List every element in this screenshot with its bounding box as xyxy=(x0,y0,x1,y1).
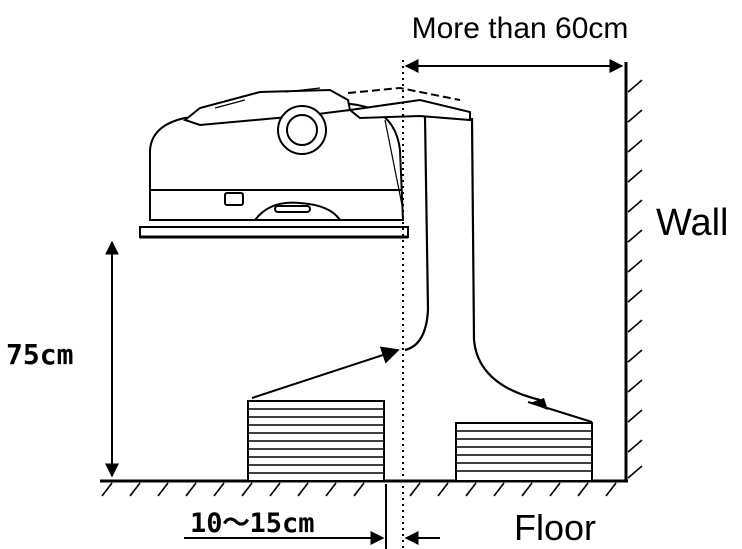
floor-surface xyxy=(100,481,628,496)
clearance-label: More than 60cm xyxy=(412,12,629,45)
height-label: 75cm xyxy=(6,338,73,371)
wall-surface xyxy=(626,62,642,481)
paper-in-arrow xyxy=(252,350,398,398)
paper-stack-supply xyxy=(248,401,384,481)
floor-label: Floor xyxy=(514,507,596,548)
table-top xyxy=(140,227,408,237)
printer-illustration xyxy=(150,88,470,220)
gap-label: 10～15cm xyxy=(190,508,315,539)
paper-path xyxy=(405,117,540,400)
paper-stack-output xyxy=(456,423,592,481)
paper-out-arrowhead xyxy=(530,398,548,410)
wall-label: Wall xyxy=(656,202,728,244)
